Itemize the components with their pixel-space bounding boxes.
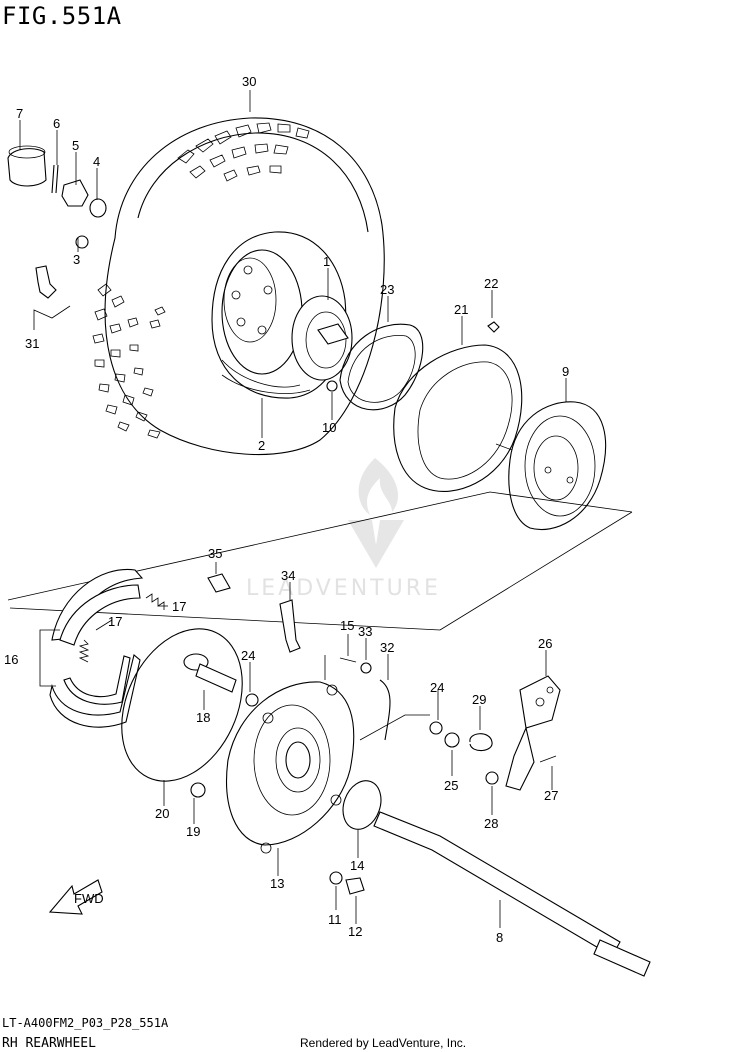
screw-33 — [360, 662, 372, 674]
callout-18: 18 — [196, 710, 210, 725]
callout-16: 16 — [4, 652, 18, 667]
pin-15 — [339, 657, 357, 663]
spring-29 — [469, 733, 493, 752]
oring-24-left — [245, 693, 259, 707]
tire-valve — [35, 265, 57, 299]
watermark-logo: LEADVENTURE — [246, 458, 441, 601]
callout-30: 30 — [242, 74, 256, 89]
rear-axle — [373, 811, 651, 977]
callout-17-lower: 17 — [108, 614, 122, 629]
credit-text: Rendered by LeadVenture, Inc. — [300, 1036, 467, 1050]
hub-cap — [7, 145, 47, 187]
wheel-nut-3-shape — [75, 235, 89, 249]
nut-28 — [485, 771, 499, 785]
oring-24-right — [429, 721, 443, 735]
bolt-27 — [539, 755, 557, 763]
bolt-12 — [345, 877, 365, 895]
brake-shoe-upper — [51, 568, 144, 646]
callout-14: 14 — [350, 858, 364, 873]
callout-35: 35 — [208, 546, 222, 561]
callout-32: 32 — [380, 640, 394, 655]
oring-14 — [342, 780, 382, 830]
group-boundary — [7, 491, 633, 631]
brake-cam — [183, 653, 237, 693]
breather-hose-32 — [379, 679, 391, 741]
spring-17-upper — [145, 593, 165, 610]
callout-26: 26 — [538, 636, 552, 651]
leader-lines — [19, 90, 567, 928]
callouts: 30 7 6 5 4 3 31 1 23 22 21 9 2 10 35 34 … — [4, 74, 569, 945]
callout-6: 6 — [53, 116, 60, 131]
wheel-hub — [291, 295, 353, 392]
brake-panel — [226, 681, 355, 854]
brake-drum — [495, 401, 607, 531]
fwd-label: FWD — [74, 891, 104, 906]
spring-17-lower — [78, 639, 90, 663]
figure-title: FIG.551A — [2, 2, 122, 30]
callout-22: 22 — [484, 276, 498, 291]
callout-24-left: 24 — [241, 648, 255, 663]
callout-28: 28 — [484, 816, 498, 831]
callout-33: 33 — [358, 624, 372, 639]
callout-20: 20 — [155, 806, 169, 821]
callout-13: 13 — [270, 876, 284, 891]
figure-code: LT-A400FM2_P03_P28_551A — [2, 1016, 169, 1030]
clip-35 — [207, 573, 231, 593]
drum-cover — [393, 321, 523, 492]
callout-27: 27 — [544, 788, 558, 803]
callout-23: 23 — [380, 282, 394, 297]
brake-cam-lever-26 — [505, 675, 561, 791]
callout-24-right: 24 — [430, 680, 444, 695]
callout-8: 8 — [496, 930, 503, 945]
washer-25 — [444, 732, 460, 748]
callout-34: 34 — [281, 568, 295, 583]
callout-21: 21 — [454, 302, 468, 317]
o-ring-seal — [339, 323, 424, 411]
figure-name: RH REARWHEEL — [2, 1036, 96, 1051]
callout-10: 10 — [322, 420, 336, 435]
cotter-pin — [51, 164, 59, 194]
brake-shoe-lower — [49, 654, 141, 728]
o-ring-20 — [121, 628, 243, 782]
castle-nut — [61, 179, 89, 207]
callout-29: 29 — [472, 692, 486, 707]
callout-5: 5 — [72, 138, 79, 153]
rim — [75, 231, 347, 399]
callout-19: 19 — [186, 824, 200, 839]
callout-11: 11 — [328, 912, 342, 927]
callout-2: 2 — [258, 438, 265, 453]
callout-7: 7 — [16, 106, 23, 121]
bolt-19 — [190, 782, 206, 798]
washer-11 — [329, 871, 343, 885]
dashed-leader — [324, 655, 430, 741]
callout-25: 25 — [444, 778, 458, 793]
circlip-10-shape — [326, 380, 338, 392]
callout-4: 4 — [93, 154, 100, 169]
callout-3: 3 — [73, 252, 80, 267]
callout-9: 9 — [562, 364, 569, 379]
callout-17-upper: 17 — [172, 599, 186, 614]
callout-15: 15 — [340, 618, 354, 633]
washer-4 — [89, 198, 107, 218]
brake-arm-34 — [279, 599, 301, 653]
callout-1: 1 — [323, 254, 330, 269]
callout-31: 31 — [25, 336, 39, 351]
tire — [92, 117, 385, 456]
bolt-22-shape — [487, 321, 500, 333]
callout-12: 12 — [348, 924, 362, 939]
watermark-text: LEADVENTURE — [246, 576, 441, 601]
fwd-arrow: FWD — [48, 879, 104, 915]
